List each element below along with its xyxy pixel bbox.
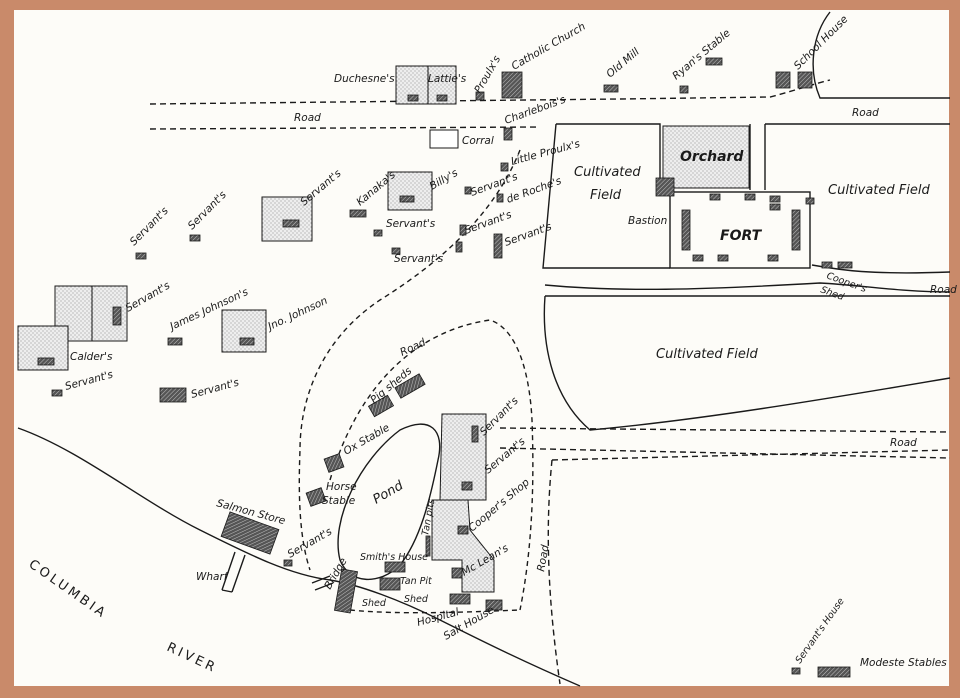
label-horse-stable-1: Horse [326, 481, 357, 493]
map-lines [17, 11, 951, 687]
label-road-right-mid: Road [930, 284, 957, 296]
label-cultivated-field-1: Cultivated [574, 165, 641, 180]
label-servants-4: Servant's [394, 253, 444, 265]
label-duchesne: Duchesne's [334, 73, 395, 85]
label-servants-3: Servant's [386, 218, 436, 230]
label-smiths-house: Smith's House [360, 552, 428, 563]
label-horse-stable-2: Stable [322, 495, 355, 507]
label-orchard: Orchard [680, 149, 744, 165]
label-cultivated-field-3: Cultivated Field [656, 347, 758, 362]
label-shed-2: Shed [404, 594, 429, 605]
label-modeste-stables: Modeste Stables [860, 657, 947, 669]
label-wharf: Wharf [196, 571, 230, 583]
label-cultivated-field-2: Cultivated Field [828, 183, 930, 198]
label-road-right-lower: Road [890, 437, 917, 449]
label-corral: Corral [462, 135, 494, 147]
label-bastion: Bastion [628, 215, 667, 227]
label-shed-1: Shed [362, 598, 387, 609]
buildings [37, 57, 853, 678]
label-tan-pit: Tan Pit [400, 576, 433, 587]
label-road-vertical: Road [535, 544, 552, 573]
label-calders: Calder's [70, 351, 113, 363]
label-road-top-left: Road [294, 112, 321, 124]
label-road-top-right: Road [852, 107, 879, 119]
label-fort: FORT [720, 228, 763, 244]
label-lattie: Lattie's [428, 73, 467, 85]
label-cultivated-field-1b: Field [590, 188, 622, 203]
